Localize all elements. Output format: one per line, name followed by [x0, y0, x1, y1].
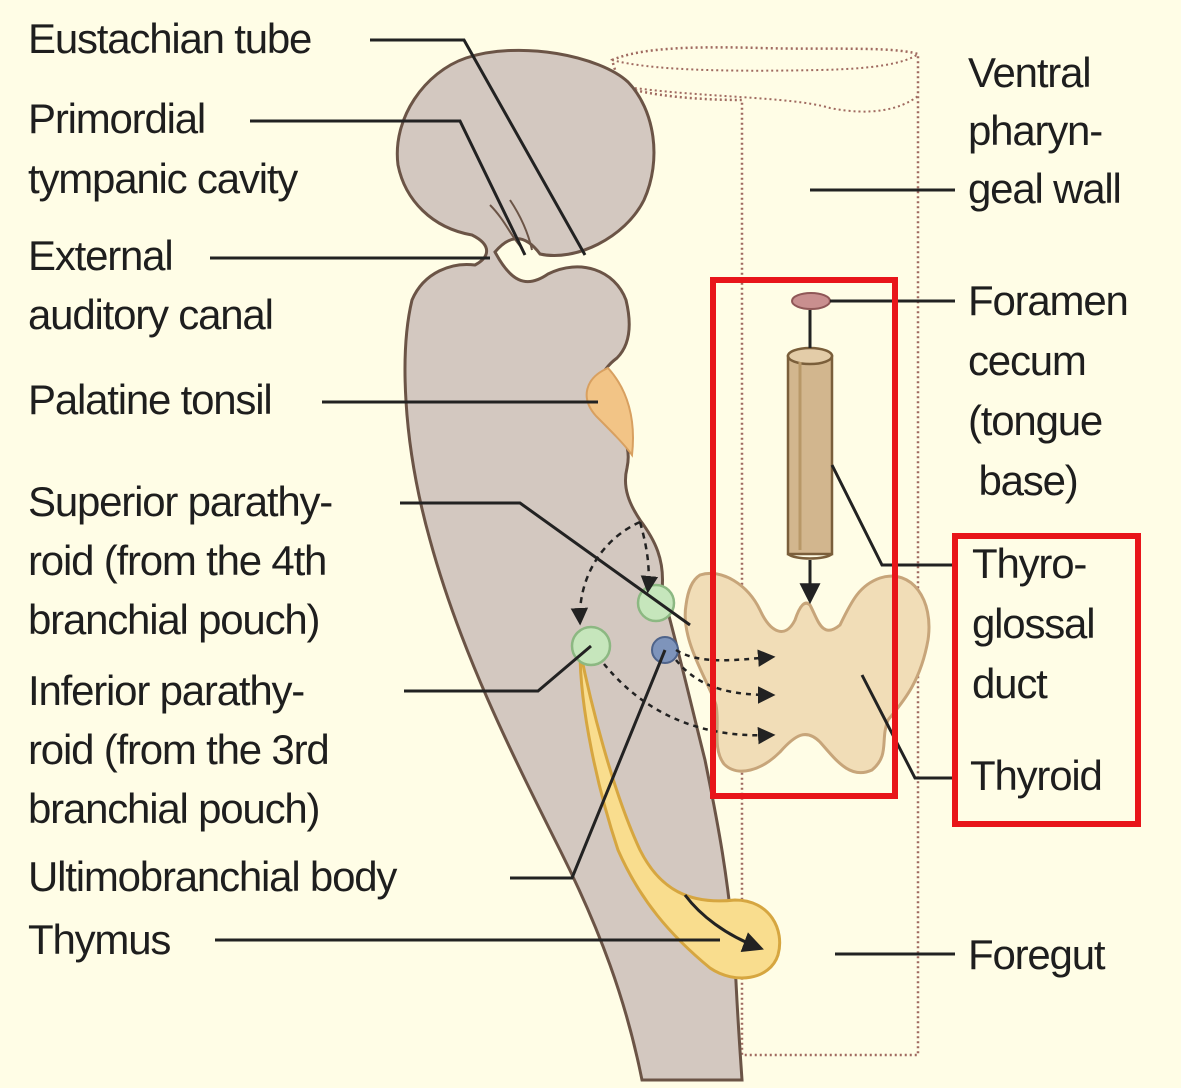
label-ventral-pharyngeal-line2: pharyn-	[968, 100, 1102, 162]
label-ventral-pharyngeal-line1: Ventral	[968, 42, 1090, 104]
label-thyroglossal-line3: duct	[972, 653, 1047, 715]
label-external-auditory-line1: External	[28, 225, 172, 287]
label-primordial-tympanic-line2: tympanic cavity	[28, 148, 297, 210]
label-superior-parathyroid-line2: roid (from the 4th	[28, 530, 326, 592]
leader-lines-right	[810, 190, 955, 954]
label-superior-parathyroid-line3: branchial pouch)	[28, 589, 319, 651]
label-foramen-cecum-line1: Foramen	[968, 270, 1128, 332]
label-palatine-tonsil: Palatine tonsil	[28, 369, 272, 431]
thyroglossal-duct-shape	[788, 348, 832, 559]
label-foregut: Foregut	[968, 924, 1104, 986]
label-primordial-tympanic-line1: Primordial	[28, 88, 205, 150]
label-foramen-cecum-line2: cecum	[968, 330, 1086, 392]
label-thyroid: Thyroid	[970, 745, 1102, 807]
label-inferior-parathyroid-line1: Inferior parathy-	[28, 660, 304, 722]
label-inferior-parathyroid-line3: branchial pouch)	[28, 778, 319, 840]
label-foramen-cecum-line4: base)	[968, 450, 1078, 512]
label-thyroglossal-line1: Thyro-	[972, 533, 1086, 595]
label-eustachian-tube: Eustachian tube	[28, 8, 311, 70]
label-foramen-cecum-line3: (tongue	[968, 390, 1102, 452]
label-external-auditory-line2: auditory canal	[28, 284, 273, 346]
label-thyroglossal-line2: glossal	[972, 593, 1094, 655]
label-superior-parathyroid-line1: Superior parathy-	[28, 471, 332, 533]
label-thymus: Thymus	[28, 909, 170, 971]
label-ultimobranchial-body: Ultimobranchial body	[28, 846, 396, 908]
label-ventral-pharyngeal-line3: geal wall	[968, 158, 1121, 220]
foramen-cecum-spot	[792, 293, 830, 309]
label-inferior-parathyroid-line2: roid (from the 3rd	[28, 719, 329, 781]
